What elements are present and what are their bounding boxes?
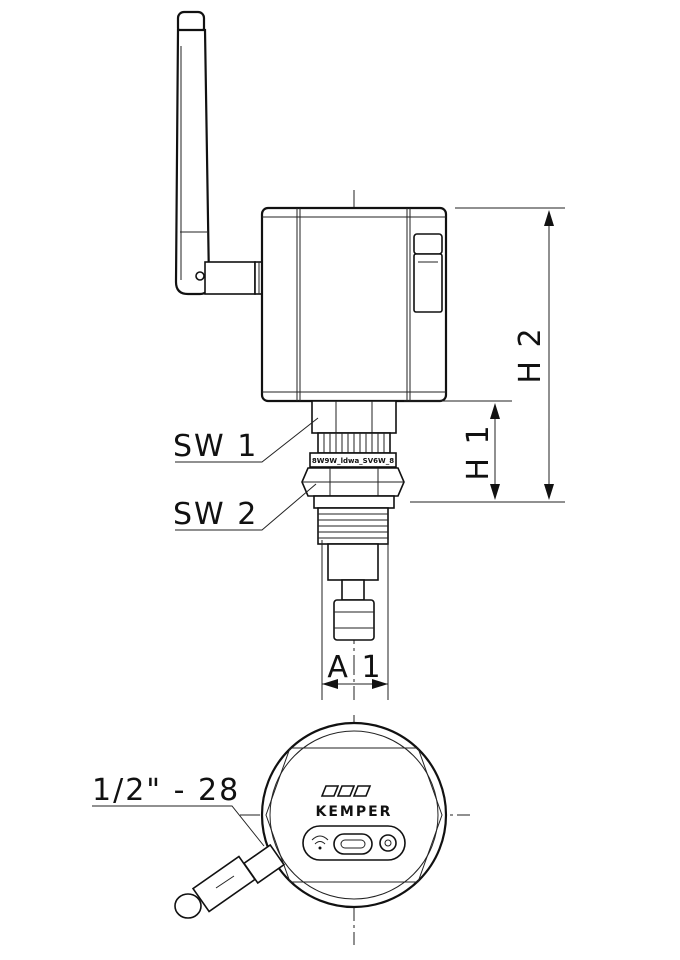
thread-leader	[92, 805, 265, 847]
collar-marking: 8W9W_ldwa_SV6W_8	[312, 457, 394, 465]
hex-nut-sw1	[311, 400, 397, 454]
sensor-housing	[260, 206, 448, 403]
a1-label: A 1	[327, 650, 382, 685]
sw2-label: SW 2	[173, 497, 258, 532]
sw1-label: SW 1	[173, 429, 258, 464]
dimensions	[175, 207, 565, 700]
thread-label: 1/2" - 28	[92, 773, 240, 808]
kemper-logo-icon: KEMPER	[316, 785, 393, 820]
h2-label: H 2	[513, 326, 548, 383]
marking-collar: 8W9W_ldwa_SV6W_8	[309, 452, 397, 468]
brand-text: KEMPER	[316, 804, 393, 820]
hex-nut-sw2	[301, 467, 405, 509]
wifi-icon	[311, 835, 329, 850]
h1-label: H 1	[461, 423, 496, 480]
usb-c-port-icon	[333, 833, 373, 855]
top-view: KEMPER	[240, 715, 470, 945]
probe	[317, 507, 389, 641]
antenna-stub	[174, 843, 286, 919]
